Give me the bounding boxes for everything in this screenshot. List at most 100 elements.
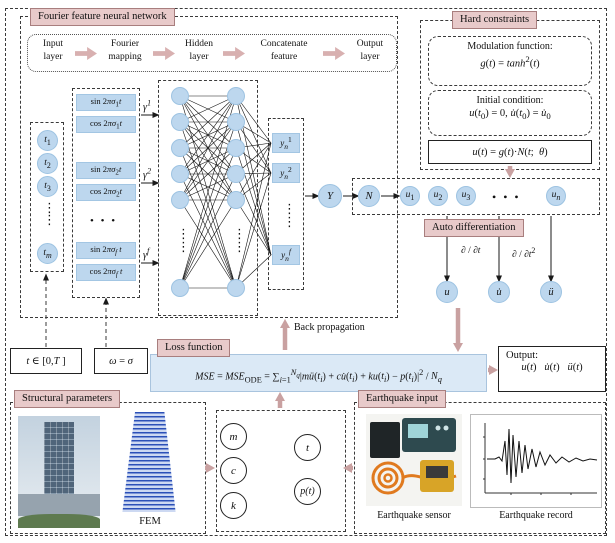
time-node: t — [294, 434, 321, 461]
hidden-node — [171, 87, 189, 105]
fourier-map-label: cos 2πσ1t — [89, 118, 123, 131]
modulation-function-formula: g(t) = tanh2(t) — [480, 54, 540, 70]
hidden-node — [171, 191, 189, 209]
hidden-node — [227, 279, 245, 297]
low-buildings — [18, 494, 100, 516]
loss-formula-box: MSE = MSEODE = ∑i=1Nq|mü(ti) + cu̇(ti) +… — [150, 354, 487, 392]
fourier-map-cos1: cos 2πσ1t — [76, 116, 136, 133]
earthquake-record-chart — [470, 414, 602, 508]
concat-feature-1: yn1 — [272, 133, 300, 153]
input-node-label: t1 — [44, 134, 51, 147]
fourier-map-sin1: sin 2πσ1t — [76, 94, 136, 111]
earthquake-region — [354, 402, 606, 534]
earthquake-sensor-photo — [366, 414, 462, 506]
gamma-2-label: γ2 — [143, 167, 152, 182]
fourier-network-title: Fourier feature neural network — [30, 8, 175, 26]
damping-node: c — [220, 457, 247, 484]
fourier-map-sinf: sin 2πσf t — [76, 242, 136, 259]
pipeline-output-layer: Output layer — [356, 39, 384, 62]
output-values: u(t) u̇(t) ü(t) — [521, 362, 583, 373]
partial-dt2-label: ∂ / ∂t2 — [512, 246, 536, 261]
earthquake-record-label: Earthquake record — [499, 510, 573, 521]
stiffness-node: k — [220, 492, 247, 519]
outer-border — [5, 8, 607, 536]
pipeline-fourier-mapping: Fourier mapping — [108, 39, 142, 62]
input-node-label: tm — [43, 247, 52, 260]
fem-model-image — [106, 410, 192, 514]
initial-condition-box: Initial condition: u(t0) = 0, u̇(t0) = u… — [428, 90, 592, 136]
input-node-label: t2 — [44, 157, 51, 170]
hidden-node — [227, 165, 245, 183]
input-node-t2: t2 — [37, 153, 58, 174]
udot-output-node: u̇ — [488, 281, 510, 303]
hidden-node — [171, 165, 189, 183]
hidden-ellipsis: ⋮ — [177, 240, 190, 255]
initial-condition-formula: u(t0) = 0, u̇(t0) = u̇0 — [469, 108, 551, 122]
hidden-node — [171, 139, 189, 157]
u-node-n: un — [546, 186, 566, 206]
fourier-map-ellipsis: • • • — [90, 215, 118, 227]
fourier-map-label: cos 2πσf t — [89, 266, 123, 279]
concat-feature-f: ynf — [272, 245, 300, 265]
concat-ellipsis: ⋮ — [283, 215, 296, 230]
combined-solution-box: u(t) = g(t)·N(t; θ) — [428, 140, 592, 164]
time-domain-box: t ∈ [0,T ] — [10, 348, 82, 374]
input-node-label: t3 — [44, 180, 51, 193]
hidden-node — [227, 139, 245, 157]
pipeline-input-layer: Input layer — [42, 39, 64, 62]
building-photo — [18, 416, 100, 528]
concat-feature-2: yn2 — [272, 163, 300, 183]
u-node-2: u2 — [428, 186, 448, 206]
earthquake-sensor-label: Earthquake sensor — [377, 510, 451, 521]
input-layer-box — [30, 122, 64, 272]
u-output-node: u — [436, 281, 458, 303]
fourier-map-sin2: sin 2πσ2t — [76, 162, 136, 179]
fourier-map-label: cos 2πσ2t — [89, 186, 123, 199]
fourier-map-label: sin 2πσ2t — [90, 164, 122, 177]
fourier-map-cos2: cos 2πσ2t — [76, 184, 136, 201]
modulation-function-box: Modulation function: g(t) = tanh2(t) — [428, 36, 592, 86]
pipeline-hidden-layer: Hidden layer — [185, 39, 213, 62]
mass-node: m — [220, 423, 247, 450]
input-ellipsis: ⋮ — [43, 213, 56, 228]
input-node-t3: t3 — [37, 176, 58, 197]
N-node: N — [358, 185, 380, 207]
hidden-node — [227, 87, 245, 105]
gamma-f-label: γf — [143, 247, 150, 262]
gamma-1-label: γ1 — [143, 99, 152, 114]
input-node-tm: tm — [37, 243, 58, 264]
concat-ellipsis: ⋮ — [283, 202, 296, 217]
Y-node: Y — [318, 184, 342, 208]
output-box: Output: u(t) u̇(t) ü(t) — [498, 346, 606, 392]
pipeline-box — [27, 34, 397, 72]
fem-label: FEM — [139, 516, 161, 527]
hidden-ellipsis: ⋮ — [233, 240, 246, 255]
partial-dt-label: ∂ / ∂t — [461, 246, 481, 256]
fourier-map-label: sin 2πσf t — [90, 244, 122, 257]
hidden-node — [227, 113, 245, 131]
pipeline-concatenate-feature: Concatenate feature — [260, 39, 308, 62]
fourier-map-cosf: cos 2πσf t — [76, 264, 136, 281]
initial-condition-label: Initial condition: — [476, 95, 544, 106]
fourier-map-label: sin 2πσ1t — [90, 96, 122, 109]
input-ellipsis: ⋮ — [43, 201, 56, 216]
auto-differentiation-title: Auto differentiation — [424, 219, 524, 237]
structural-parameters-title: Structural parameters — [14, 390, 121, 408]
input-node-t1: t1 — [37, 130, 58, 151]
trees — [18, 514, 100, 528]
loss-function-title: Loss function — [157, 339, 231, 357]
omega-sigma-box: ω = σ — [94, 348, 148, 374]
hidden-node — [171, 279, 189, 297]
modulation-function-label: Modulation function: — [467, 41, 553, 52]
back-propagation-label: Back propagation — [294, 322, 365, 333]
u-node-1: u1 — [400, 186, 420, 206]
hard-constraints-title: Hard constraints — [452, 11, 538, 29]
u-node-3: u3 — [456, 186, 476, 206]
u-nodes-ellipsis: • • • — [492, 190, 521, 204]
hidden-node — [171, 113, 189, 131]
fem-mesh — [122, 412, 176, 512]
fourier-network-region — [20, 16, 398, 318]
load-node: p(t) — [294, 478, 321, 505]
hidden-node — [227, 191, 245, 209]
